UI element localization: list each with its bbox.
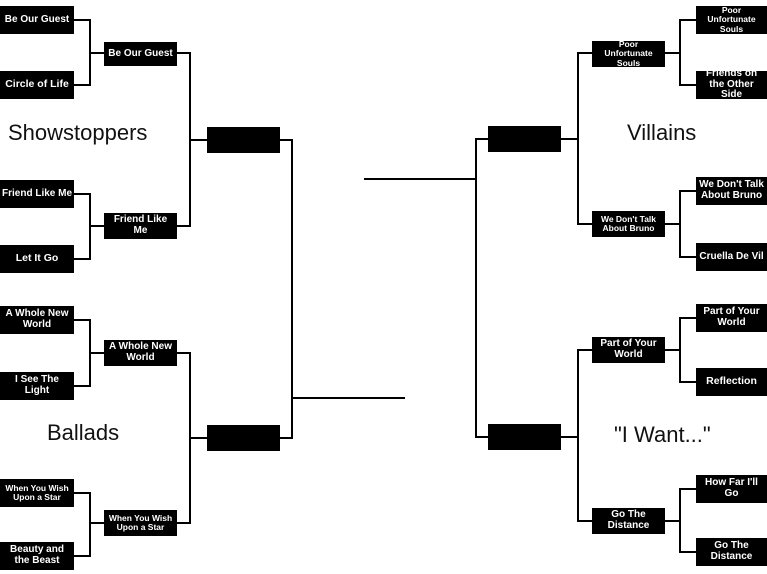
- bracket-entry: Cruella De Vil: [696, 243, 767, 271]
- bracket-entry: Beauty and the Beast: [0, 542, 74, 570]
- bracket-entry: Part of Your World: [696, 304, 767, 332]
- bracket-connector: [280, 139, 293, 439]
- bracket-entry: A Whole New World: [104, 340, 177, 366]
- bracket-entry: A Whole New World: [0, 306, 74, 334]
- bracket-entry: Part of Your World: [592, 337, 665, 363]
- bracket-connector: [577, 52, 592, 225]
- bracket-entry: Go The Distance: [696, 538, 767, 566]
- bracket-entry: Go The Distance: [592, 508, 665, 534]
- bracket-entry: When You Wish Upon a Star: [104, 510, 177, 536]
- bracket-entry: Friend Like Me: [0, 180, 74, 208]
- bracket-connector: [74, 492, 91, 557]
- bracket-entry: Be Our Guest: [104, 42, 177, 66]
- region-title-villains: Villains: [627, 120, 697, 145]
- bracket-connector: [177, 352, 191, 524]
- bracket-entry: Be Our Guest: [0, 6, 74, 34]
- bracket-entry: Reflection: [696, 368, 767, 396]
- bracket-connector: [679, 19, 696, 86]
- bracket-slot-empty: [488, 424, 561, 450]
- bracket-connector: [74, 19, 91, 86]
- bracket-connector: [577, 349, 592, 522]
- bracket-entry: Friend Like Me: [104, 213, 177, 239]
- bracket-connector: [177, 52, 191, 227]
- bracket-slot-empty: [488, 126, 561, 152]
- bracket-connector: [679, 488, 696, 553]
- bracket-connector: [475, 138, 488, 438]
- bracket-entry: Circle of Life: [0, 71, 74, 99]
- bracket-entry: How Far I'll Go: [696, 475, 767, 503]
- bracket-entry: We Don't Talk About Bruno: [696, 177, 767, 205]
- bracket-connector: [74, 319, 91, 387]
- bracket-connector: [74, 193, 91, 260]
- region-title-showstoppers: Showstoppers: [8, 120, 148, 145]
- bracket-entry: When You Wish Upon a Star: [0, 479, 74, 507]
- bracket-entry: I See The Light: [0, 372, 74, 400]
- region-title-i-want: "I Want...": [614, 422, 711, 447]
- bracket-entry: Poor Unfortunate Souls: [592, 41, 665, 67]
- bracket-entry: Friends on the Other Side: [696, 71, 767, 99]
- bracket-connector: [679, 190, 696, 258]
- region-title-ballads: Ballads: [47, 420, 120, 445]
- bracket-entry: Poor Unfortunate Souls: [696, 6, 767, 34]
- bracket-slot-empty: [207, 127, 280, 153]
- bracket-connector: [679, 317, 696, 383]
- bracket-entry: We Don't Talk About Bruno: [592, 211, 665, 237]
- bracket-slot-empty: [207, 425, 280, 451]
- bracket-entry: Let It Go: [0, 245, 74, 273]
